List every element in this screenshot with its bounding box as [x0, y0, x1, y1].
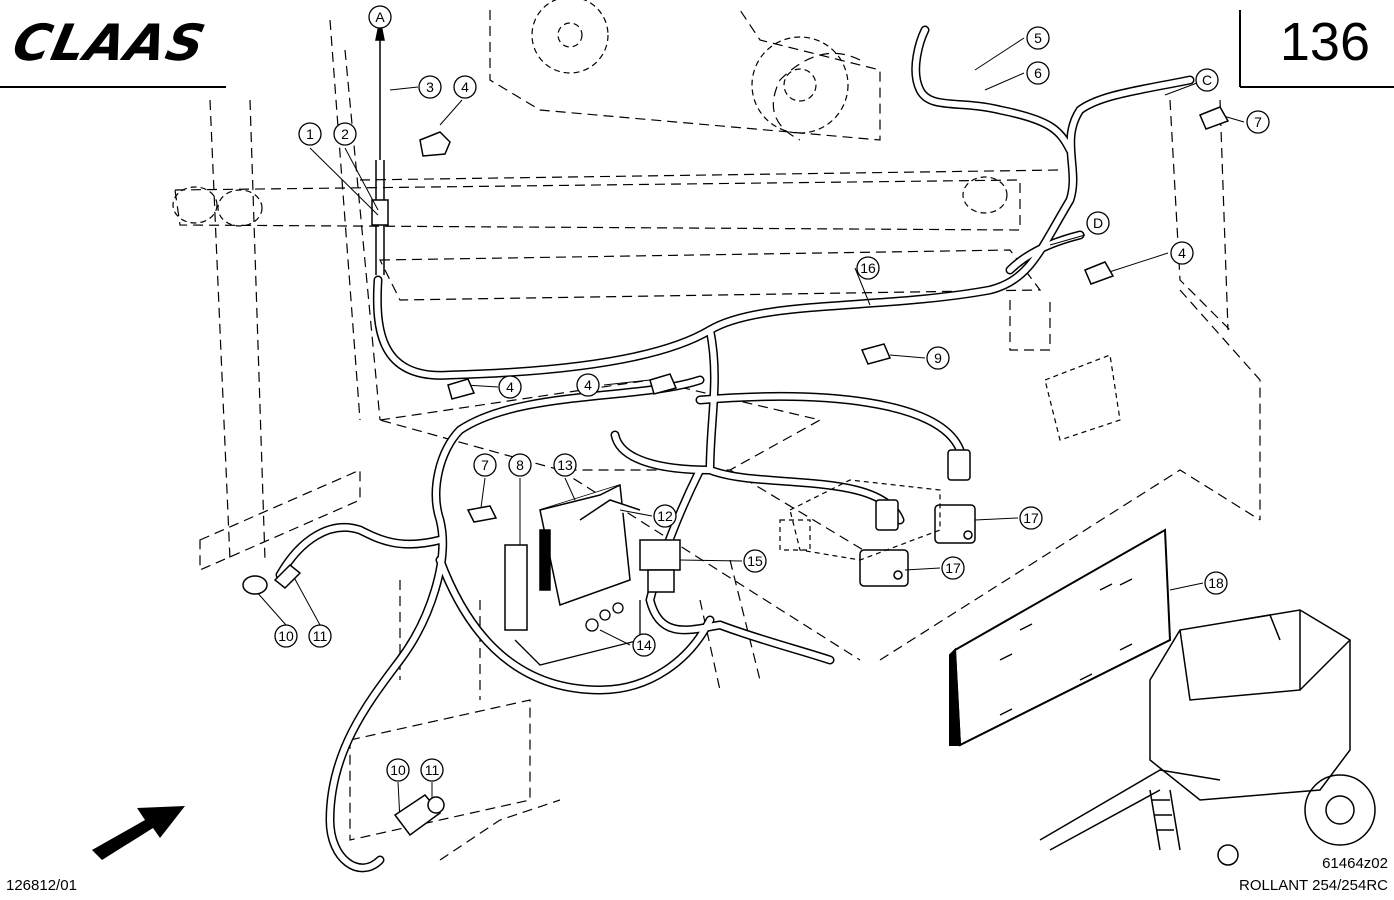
- callout-label: 18: [1208, 575, 1224, 591]
- callout-c4a: 4: [453, 75, 477, 99]
- callout-label: 11: [425, 762, 440, 778]
- solenoid-17-upper: [934, 449, 976, 544]
- callout-label: 4: [1178, 245, 1186, 261]
- callout-label: 8: [516, 457, 524, 473]
- callout-c4d: 4: [576, 373, 600, 397]
- callout-label: C: [1202, 72, 1212, 88]
- callout-c8: 8: [508, 453, 532, 477]
- callout-label: D: [1093, 215, 1103, 231]
- callout-c11a: 11: [308, 624, 332, 648]
- module-8: [504, 529, 551, 631]
- callout-c16: 16: [856, 256, 880, 280]
- callout-label: 12: [657, 508, 673, 524]
- callout-label: 5: [1034, 30, 1042, 46]
- callout-c3: 3: [418, 75, 442, 99]
- callout-label: 10: [278, 628, 294, 644]
- clip-9: [860, 343, 892, 365]
- callout-label: 4: [584, 377, 592, 393]
- callout-label: 17: [945, 560, 961, 576]
- callout-rC: C: [1195, 68, 1219, 92]
- callout-c4c: 4: [498, 375, 522, 399]
- direction-arrow-icon: [92, 806, 185, 860]
- callout-c15: 15: [743, 549, 767, 573]
- callout-c2: 2: [333, 122, 357, 146]
- callout-label: 7: [1254, 114, 1262, 130]
- callout-c6: 6: [1026, 61, 1050, 85]
- callout-c14: 14: [632, 633, 656, 657]
- clip-7-right: [1199, 106, 1230, 130]
- callout-label: 4: [506, 379, 514, 395]
- hidden-wheels: [172, 0, 1008, 227]
- side-panel-18: [949, 528, 1172, 747]
- callout-label: 1: [306, 126, 314, 142]
- callout-rD: D: [1086, 211, 1110, 235]
- callout-c5: 5: [1026, 26, 1050, 50]
- callout-c11b: 11: [420, 758, 444, 782]
- leader-lines: [254, 10, 1245, 821]
- clip-4-mid: [649, 373, 678, 395]
- callout-c18: 18: [1204, 571, 1228, 595]
- callout-label: 17: [1023, 510, 1039, 526]
- sensors-10-11: [242, 563, 445, 837]
- cable-to-a: [371, 19, 389, 275]
- callout-c7a: 7: [1246, 110, 1270, 134]
- main-harness-inner: [277, 27, 1193, 871]
- callout-c9: 9: [926, 346, 950, 370]
- callout-label: A: [375, 9, 385, 25]
- machine-outline: [174, 9, 1261, 861]
- callout-c13: 13: [553, 453, 577, 477]
- callout-label: 14: [636, 637, 652, 653]
- callout-c12: 12: [653, 504, 677, 528]
- callout-label: 6: [1034, 65, 1042, 81]
- solenoid-17-lower: [859, 499, 909, 587]
- cable-clips: [419, 106, 1230, 523]
- callout-label: 15: [747, 553, 763, 569]
- clip-4-right: [1084, 261, 1115, 285]
- model-name: ROLLANT 254/254RC: [1239, 877, 1388, 894]
- figure-code: 61464z02: [1322, 855, 1388, 872]
- callout-c17b: 17: [941, 556, 965, 580]
- callout-label: 4: [461, 79, 469, 95]
- valve-block: [779, 354, 1121, 561]
- page-number: 136: [1279, 12, 1370, 72]
- main-harness-outer: [275, 25, 1195, 873]
- callout-c10a: 10: [274, 624, 298, 648]
- panel-slots: [999, 578, 1133, 716]
- clip-4-left: [447, 378, 476, 400]
- baler-thumbnail: [1039, 609, 1376, 866]
- callout-rA: A: [368, 5, 392, 29]
- clip-4-top: [419, 131, 451, 157]
- bracket-14: [514, 600, 641, 666]
- callout-label: 7: [481, 457, 489, 473]
- control-unit-13: [539, 484, 641, 606]
- callout-c1: 1: [298, 122, 322, 146]
- callout-label: 10: [390, 762, 406, 778]
- callout-label: 13: [557, 457, 573, 473]
- callout-label: 11: [313, 628, 328, 644]
- callout-label: 3: [426, 79, 434, 95]
- callout-c4b: 4: [1170, 241, 1194, 265]
- callout-label: 16: [860, 260, 876, 276]
- connector-12-15: [639, 539, 681, 593]
- callout-label: 2: [341, 126, 349, 142]
- drawing-reference: 126812/01: [6, 877, 77, 894]
- clip-7-left: [466, 505, 498, 523]
- callout-c7b: 7: [473, 453, 497, 477]
- callout-c17a: 17: [1019, 506, 1043, 530]
- callout-label: 9: [934, 350, 942, 366]
- callout-c10b: 10: [386, 758, 410, 782]
